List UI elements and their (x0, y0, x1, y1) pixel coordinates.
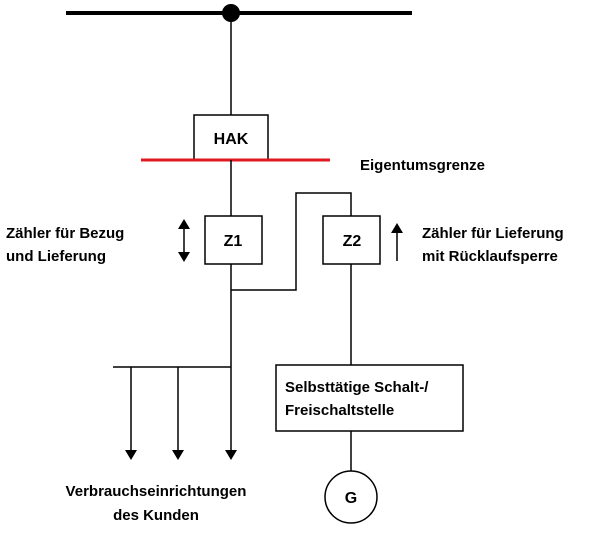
hak-box (193, 114, 269, 161)
switch-label-line1: Selbsttätige Schalt-/ (285, 379, 429, 396)
z2-connection-line (231, 192, 352, 291)
hak-label: HAK (214, 131, 249, 148)
generator-symbol (324, 470, 378, 524)
z1-box (204, 215, 263, 265)
z2-description-line1: Zähler für Lieferung (422, 225, 564, 242)
z2-description-line2: mit Rücklaufsperre (422, 248, 558, 265)
z1-description-line1: Zähler für Bezug (6, 225, 124, 242)
z1-label: Z1 (224, 233, 243, 250)
consumers-label-line1: Verbrauchseinrichtungen (66, 483, 247, 500)
z2-label: Z2 (343, 233, 362, 250)
property-boundary-label: Eigentumsgrenze (360, 157, 485, 174)
generator-label: G (345, 490, 357, 507)
switch-label-line2: Freischaltstelle (285, 402, 394, 419)
consumers-label-line2: des Kunden (113, 507, 199, 524)
switch-box (275, 364, 464, 432)
z1-description-line2: und Lieferung (6, 248, 106, 265)
z2-box (322, 215, 381, 265)
